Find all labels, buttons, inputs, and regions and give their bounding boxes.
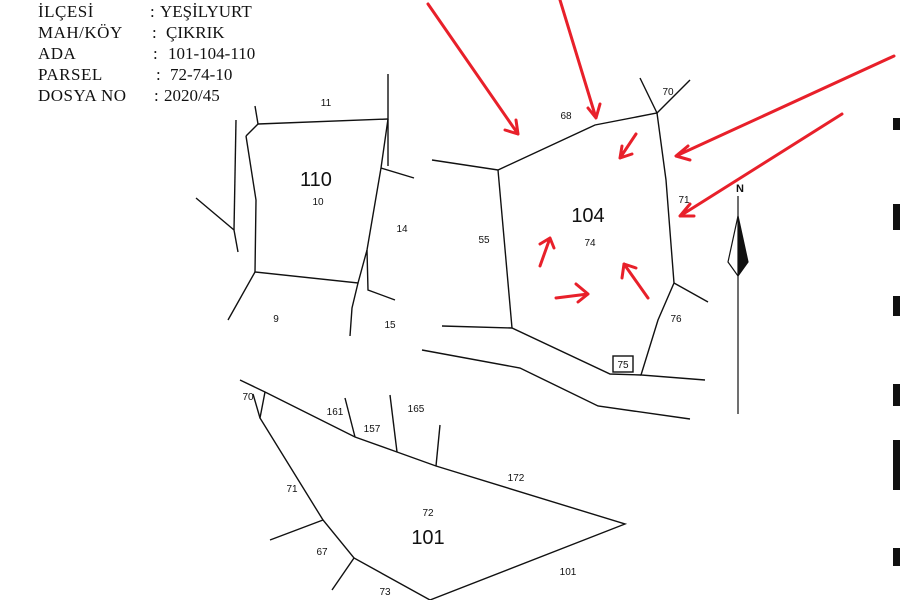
arrow-8 (620, 262, 650, 300)
info-value-ilce: YEŞİLYURT (160, 2, 252, 21)
north-label: N (736, 183, 744, 195)
parcel-70b-label: 70 (242, 392, 254, 403)
parcel-71b-label: 71 (286, 484, 298, 495)
info-label-dosya: DOSYA NO (38, 86, 127, 105)
info-value-mahkoy: ÇIKRIK (166, 23, 225, 42)
parcel-9-label: 9 (273, 314, 279, 325)
arrow-3 (618, 132, 638, 160)
info-value-parsel: 72-74-10 (170, 65, 233, 84)
info-sep-dosya: : (154, 86, 159, 105)
block-101-lines (239, 379, 628, 600)
parcel-157-label: 157 (364, 424, 381, 435)
arrow-5 (678, 112, 844, 218)
parcel-76-label: 76 (670, 314, 682, 325)
block-104-label: 104 (571, 205, 604, 227)
parcel-101-label: 101 (560, 567, 577, 578)
block-101-label: 101 (411, 527, 444, 549)
parcel-161-label: 161 (327, 407, 344, 418)
info-label-ilce: İLÇESİ (38, 2, 94, 21)
info-sep-parsel: : (156, 65, 161, 84)
info-sep-ilce: : (150, 2, 155, 21)
parcel-71a-label: 71 (678, 195, 690, 206)
parcel-165-label: 165 (408, 404, 425, 415)
arrow-2 (558, 0, 602, 120)
block-110-label: 110 (300, 169, 332, 191)
arrow-1 (426, 2, 520, 136)
parcel-75-label: 75 (617, 360, 629, 371)
annotation-arrows (426, 0, 896, 304)
info-value-ada: 101-104-110 (168, 44, 256, 63)
right-edge-fragments (893, 118, 900, 566)
arrow-6 (538, 236, 556, 268)
parcel-67-label: 67 (316, 547, 328, 558)
arrow-4 (674, 54, 896, 162)
info-label-ada: ADA (38, 44, 77, 63)
parcel-74-label: 74 (584, 238, 596, 249)
parcel-73-label: 73 (379, 587, 391, 598)
info-sep-ada: : (153, 44, 158, 63)
info-value-dosya: 2020/45 (164, 86, 220, 105)
block-110-lines (195, 74, 415, 337)
parcel-172-label: 172 (508, 473, 525, 484)
parcel-55-label: 55 (478, 235, 490, 246)
info-label-mahkoy: MAH/KÖY (38, 23, 123, 42)
parcel-14-label: 14 (396, 224, 408, 235)
arrow-7 (554, 282, 590, 304)
parcel-70a-label: 70 (662, 87, 674, 98)
info-label-parsel: PARSEL (38, 65, 103, 84)
parcel-15-label: 15 (384, 320, 396, 331)
parcel-10-label: 10 (312, 197, 324, 208)
parcel-68-label: 68 (560, 111, 572, 122)
block-104-lines (421, 77, 709, 420)
north-arrow: N (727, 183, 749, 414)
info-sep-mahkoy: : (152, 23, 157, 42)
parcel-11-label: 11 (321, 98, 332, 109)
parcel-72-label: 72 (422, 508, 434, 519)
